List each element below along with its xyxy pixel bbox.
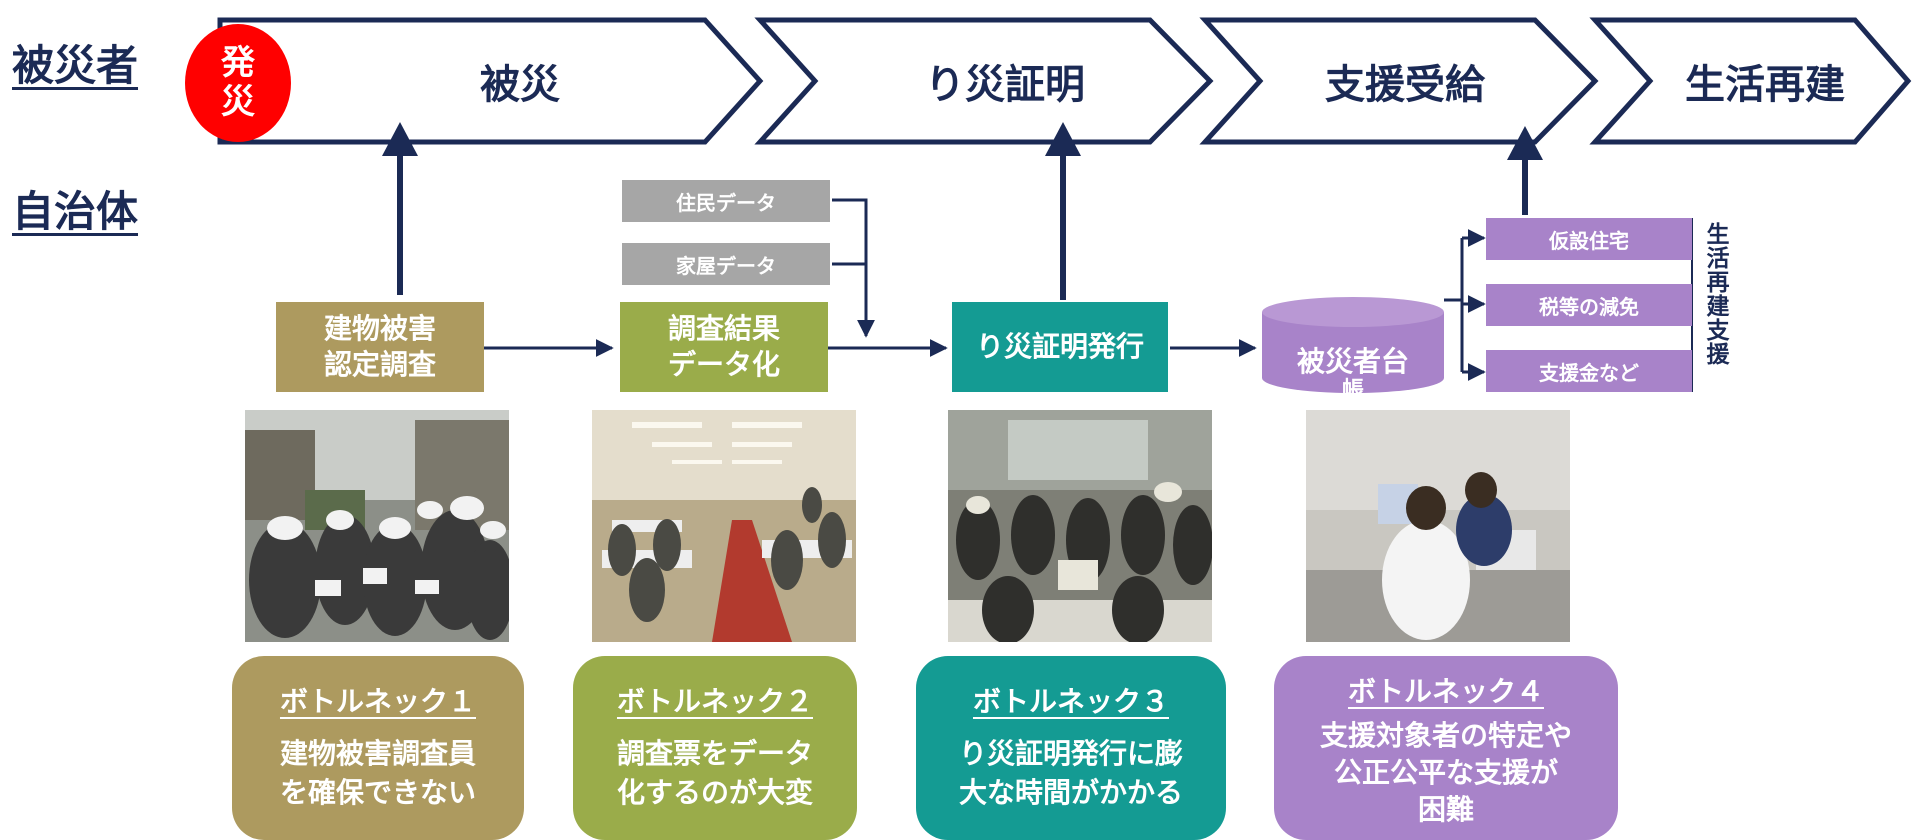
process-ledger-line1: 被災者台	[1296, 345, 1409, 378]
process-ledger: 被災者台 帳	[1262, 334, 1444, 396]
bottleneck-description: り災証明発行に膨 大な時間がかかる	[959, 734, 1183, 812]
process-building-survey-line1: 建物被害	[323, 311, 436, 345]
stage-chevron-saiken	[1589, 17, 1912, 145]
data-entry-office-photo	[592, 410, 856, 642]
ledger-cylinder	[1262, 297, 1444, 393]
bottleneck-line: 支援対象者の特定や	[1319, 719, 1572, 752]
data-source-bracket	[832, 198, 868, 266]
support-grants: 支援金など	[1486, 350, 1692, 392]
process-building-survey-line2: 認定調査	[323, 348, 436, 381]
house-data-box: 家屋データ	[622, 243, 830, 285]
bottleneck-line: を確保できない	[279, 776, 476, 810]
bottleneck-title: ボトルネック３	[972, 685, 1169, 718]
support-group-label: 生活再建支援	[1702, 222, 1728, 366]
bottleneck-line: り災証明発行に膨	[958, 737, 1183, 770]
stage-label-saiken: 生活再建	[1685, 62, 1845, 108]
process-certificate: り災証明発行	[952, 302, 1168, 392]
certificate-counter-photo	[948, 410, 1212, 642]
bottleneck-card-1: ボトルネック１ 建物被害調査員 を確保できない	[232, 656, 524, 840]
bottleneck-description: 支援対象者の特定や 公正公平な支援が 困難	[1320, 718, 1572, 829]
bottleneck-line: 困難	[1417, 792, 1474, 826]
stage-label-risai: り災証明	[925, 62, 1085, 108]
bottleneck-line: 化するのが大変	[616, 776, 813, 810]
bottleneck-line: 建物被害調査員	[279, 737, 476, 770]
disaster-badge-line2: 災	[221, 82, 255, 122]
bottleneck-description: 調査票をデータ 化するのが大変	[617, 734, 813, 812]
bottleneck-description: 建物被害調査員 を確保できない	[280, 734, 476, 812]
bottleneck-line: 大な時間がかかる	[958, 776, 1183, 810]
bottleneck-card-4: ボトルネック４ 支援対象者の特定や 公正公平な支援が 困難	[1274, 656, 1618, 840]
up-arrow-support-head	[1507, 126, 1543, 160]
bottleneck-title: ボトルネック２	[616, 685, 813, 718]
bottleneck-title: ボトルネック４	[1347, 675, 1544, 708]
disaster-badge-line1: 発	[221, 42, 255, 83]
bottleneck-line: 調査票をデータ	[616, 737, 813, 770]
process-ledger-line2: 帳	[1341, 378, 1364, 396]
support-temporary-housing: 仮設住宅	[1486, 218, 1692, 260]
process-digitize-line1: 調査結果	[667, 311, 780, 345]
consultation-desk-photo	[1306, 410, 1570, 642]
up-arrow-certificate-head	[1045, 122, 1081, 156]
stage-chevron-risai	[754, 17, 1214, 145]
up-arrow-survey-head	[382, 122, 418, 156]
resident-data-box: 住民データ	[622, 180, 830, 222]
bottleneck-card-3: ボトルネック３ り災証明発行に膨 大な時間がかかる	[916, 656, 1226, 840]
bottleneck-card-2: ボトルネック２ 調査票をデータ 化するのが大変	[573, 656, 857, 840]
stage-label-hisai: 被災	[480, 62, 560, 108]
process-digitize-line2: データ化	[667, 348, 780, 381]
bottleneck-line: 公正公平な支援が	[1333, 755, 1558, 789]
stage-label-shien: 支援受給	[1325, 62, 1485, 108]
process-digitize: 調査結果 データ化	[620, 302, 828, 392]
stage-chevron-shien	[1199, 17, 1599, 145]
building-damage-survey-photo	[245, 410, 509, 642]
row-label-victim: 被災者	[12, 41, 139, 90]
process-building-survey: 建物被害 認定調査	[276, 302, 484, 392]
disaster-badge: 発 災	[185, 24, 291, 142]
bottleneck-title: ボトルネック１	[279, 685, 476, 718]
support-tax-reduction: 税等の減免	[1486, 284, 1692, 326]
row-label-municipality: 自治体	[12, 187, 139, 236]
